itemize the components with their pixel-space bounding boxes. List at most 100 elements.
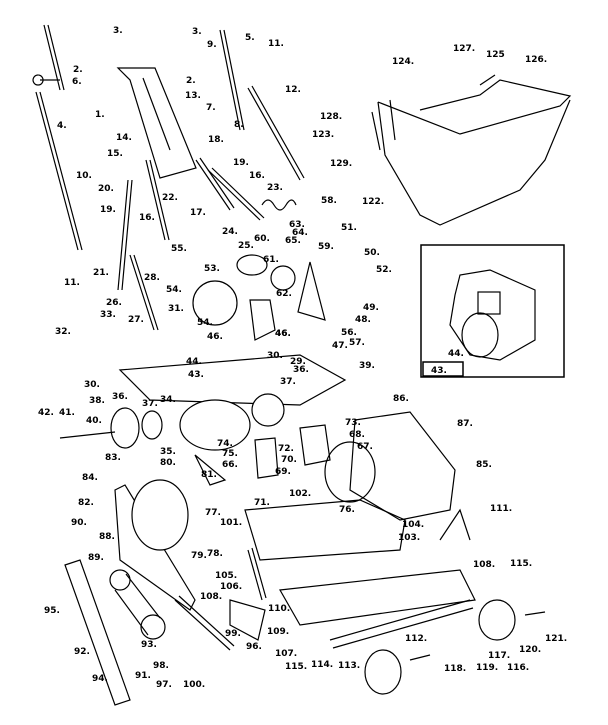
inset-label: 43. — [431, 366, 447, 376]
lever-18 — [195, 157, 235, 211]
bracket-74 — [254, 437, 279, 479]
part-label: 30. — [267, 351, 283, 361]
bearing-36 — [251, 393, 285, 427]
part-label: 73. — [345, 418, 361, 428]
part-label: 10. — [76, 171, 92, 181]
part-label: 50. — [364, 248, 380, 258]
engine-inset — [420, 244, 565, 378]
chain-92 — [114, 573, 161, 636]
part-label: 67. — [357, 442, 373, 452]
engine-label: 44. — [448, 349, 464, 359]
part-label: 74. — [217, 439, 233, 449]
part-label: 2. — [73, 65, 83, 75]
part-label: 101. — [220, 518, 242, 528]
part-label: 96. — [246, 642, 262, 652]
arm-96 — [174, 595, 235, 651]
part-label: 55. — [171, 244, 187, 254]
part-label: 16. — [139, 213, 155, 223]
part-label: 9. — [207, 40, 217, 50]
pulley-67 — [324, 441, 376, 503]
part-label: 47. — [332, 341, 348, 351]
control-panel — [116, 67, 197, 179]
part-label: 100. — [183, 680, 205, 690]
right-cover-85 — [349, 411, 456, 521]
part-label: 33. — [100, 310, 116, 320]
part-label: 52. — [376, 265, 392, 275]
part-label: 14. — [116, 133, 132, 143]
part-label: 36. — [112, 392, 128, 402]
part-label: 115. — [285, 662, 307, 672]
part-label: 110. — [268, 604, 290, 614]
part-label: 66. — [222, 460, 238, 470]
wheel-117 — [478, 599, 516, 641]
part-label: 107. — [275, 649, 297, 659]
arm-111 — [439, 508, 471, 541]
part-label: 15. — [107, 149, 123, 159]
part-label: 43. — [188, 370, 204, 380]
part-label: 32. — [55, 327, 71, 337]
pulley-38 — [110, 407, 140, 449]
sprocket-93 — [140, 614, 166, 640]
part-label: 19. — [233, 158, 249, 168]
roller-112 — [329, 599, 474, 649]
part-label: 111. — [490, 504, 512, 514]
part-label: 124. — [392, 57, 414, 67]
part-label: 99. — [225, 629, 241, 639]
part-label: 46. — [275, 329, 291, 339]
bolt-118 — [409, 654, 431, 661]
part-label: 64. — [292, 228, 308, 238]
handle-bracket — [32, 74, 60, 86]
side-covers — [64, 411, 456, 706]
part-label: 65. — [285, 236, 301, 246]
belt-80 — [194, 454, 227, 486]
wheel-118 — [364, 649, 402, 695]
grass-catcher — [371, 74, 572, 226]
part-label: 121. — [545, 634, 567, 644]
part-label: 29. — [290, 357, 306, 367]
part-label: 119. — [476, 663, 498, 673]
part-label: 19. — [100, 205, 116, 215]
part-labels: 3.3.9.5.11.2.6.2.13.7.12.1.4.8.14.15.18.… — [38, 26, 567, 690]
part-label: 68. — [349, 430, 365, 440]
lever-105 — [247, 547, 267, 601]
part-label: 51. — [341, 223, 357, 233]
part-label: 41. — [59, 408, 75, 418]
part-label: 108. — [200, 592, 222, 602]
part-label: 115. — [510, 559, 532, 569]
part-label: 62. — [276, 289, 292, 299]
part-label: 80. — [160, 458, 176, 468]
part-label: 54. — [197, 318, 213, 328]
belt-47 — [297, 261, 326, 321]
pulley-83 — [131, 479, 189, 551]
chain-cover-95 — [64, 559, 131, 706]
part-label: 58. — [321, 196, 337, 206]
part-label: 125 — [486, 50, 505, 60]
part-label: 46. — [207, 332, 223, 342]
part-label: 94. — [92, 674, 108, 684]
part-label: 112. — [405, 634, 427, 644]
part-label: 27. — [128, 315, 144, 325]
part-label: 3. — [113, 26, 123, 36]
part-label: 81. — [201, 470, 217, 480]
part-label: 91. — [135, 671, 151, 681]
part-label: 37. — [280, 377, 296, 387]
part-label: 17. — [190, 208, 206, 218]
part-label: 18. — [208, 135, 224, 145]
lever-rod — [145, 159, 170, 241]
part-label: 114. — [311, 660, 333, 670]
part-label: 6. — [72, 77, 82, 87]
part-label: 129. — [330, 159, 352, 169]
part-label: 13. — [185, 91, 201, 101]
part-label: 77. — [205, 508, 221, 518]
reel-roller-34 — [179, 399, 251, 451]
part-label: 120. — [519, 645, 541, 655]
drive-assembly — [59, 254, 376, 503]
part-label: 79. — [191, 551, 207, 561]
part-label: 46. — [275, 329, 291, 339]
inset-label-box — [422, 361, 464, 377]
part-label: 97. — [156, 680, 172, 690]
part-label: 59. — [318, 242, 334, 252]
catcher-frame — [371, 74, 496, 151]
part-label: 30. — [84, 380, 100, 390]
part-label: 38. — [89, 396, 105, 406]
